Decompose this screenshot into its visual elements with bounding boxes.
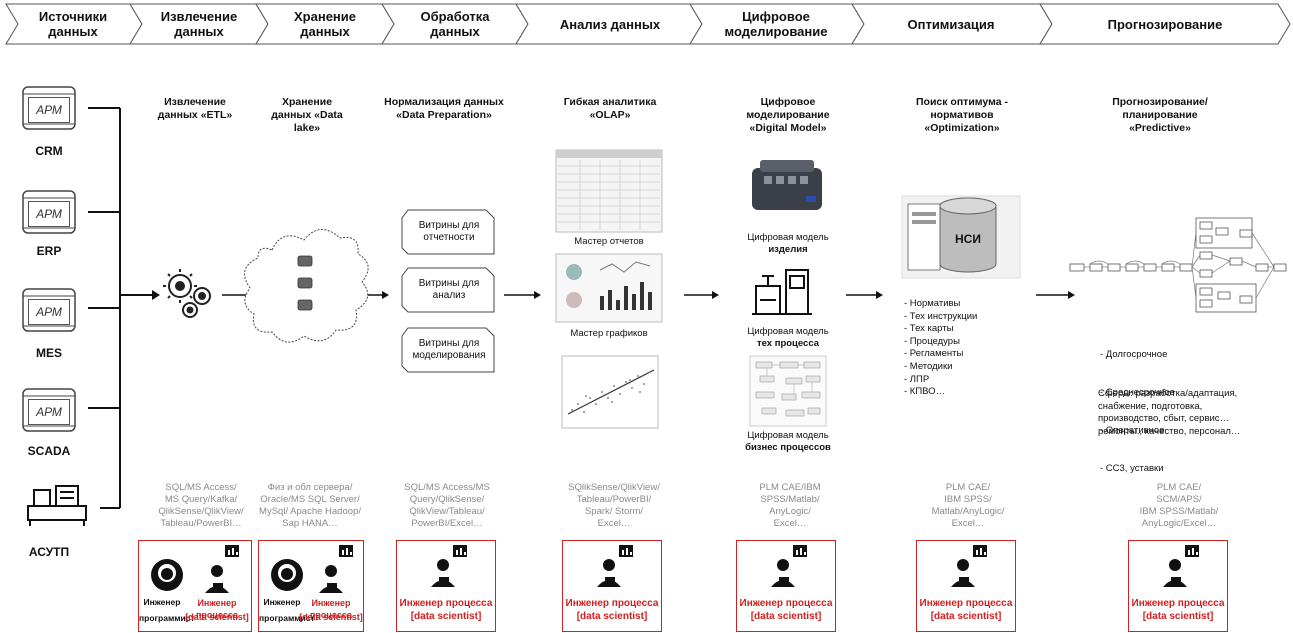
list-item: - Процедуры [904, 335, 960, 347]
gears-icon [163, 269, 211, 318]
network-diagram [1069, 217, 1287, 313]
vitrina-reporting: Витрины для отчетности [418, 220, 480, 243]
stage-label-forecast: Прогнозирование [1107, 16, 1223, 32]
team-box-prep: Инженер процесса[data scientist] [396, 540, 496, 632]
team-box-olap: Инженер процесса[data scientist] [562, 540, 662, 632]
list-item: - Тех карты [904, 323, 954, 335]
apm-erp-icon: АРМ [22, 190, 76, 234]
stage-label-extract: Извлечение данных [160, 9, 238, 39]
apm-label: АРМ [28, 201, 70, 227]
title-etl: Извлечение данных «ETL» [157, 96, 233, 121]
person-icon [597, 545, 633, 587]
nsi-label: НСИ [955, 232, 981, 246]
person-icon [431, 545, 467, 587]
forecast-horizons-list: - Долгосрочное - Среднесрочное - Операти… [1100, 324, 1175, 488]
tools-pred: PLM CAE/SCM/APS/IBM SPSS/Matlab/AnyLogic… [1139, 482, 1219, 529]
person-icons [271, 545, 353, 593]
apm-label: АРМ [28, 299, 70, 325]
role-engineer: Инженер процесса[data scientist] [565, 598, 659, 622]
stage-label-process: Обработка данных [420, 9, 490, 39]
apm-mes-icon: АРМ [22, 288, 76, 332]
person-icon [1163, 545, 1199, 587]
title-lake: Хранение данных «Data lake» [271, 96, 343, 134]
person-icons [151, 545, 239, 593]
role-engineer: Инженер процесса[data scientist] [1131, 598, 1225, 622]
process-diagram-thumbnail [749, 355, 827, 427]
role-programmer-2: программист [259, 613, 315, 623]
apm-scada-icon: АРМ [22, 388, 76, 432]
source-mes: MES [35, 346, 62, 360]
apm-crm-icon: АРМ [22, 86, 76, 130]
engine-icon [752, 160, 822, 210]
role-ds: [data scientist] [299, 612, 363, 622]
role-programmer: Инженер [143, 597, 181, 607]
caption-chart-master: Мастер графиков [570, 328, 648, 339]
role-engineer: Инженер процесса[data scientist] [739, 598, 833, 622]
title-opt: Поиск оптимума - нормативов «Optimizatio… [916, 96, 1008, 134]
person-icon [951, 545, 987, 587]
role-programmer-2: программист [139, 613, 195, 623]
forecast-spheres: Сферы: разработка/адаптация, снабжение, … [1098, 388, 1241, 437]
source-crm: CRM [35, 144, 63, 158]
stage-label-analysis: Анализ данных [559, 16, 661, 32]
tools-opt: PLM CAE/IBM SPSS/Matlab/AnyLogic/Excel… [931, 482, 1005, 529]
vitrina-modeling: Витрины для моделирования [412, 338, 486, 361]
list-item: - Нормативы [904, 298, 961, 309]
apm-label: АРМ [28, 97, 70, 123]
apm-label: АРМ [28, 399, 70, 425]
stage-label-optimization: Оптимизация [907, 16, 995, 32]
vitrina-analysis: Витрины для анализ [418, 278, 480, 301]
role-ds: [data scientist] [185, 612, 249, 622]
team-box-pred: Инженер процесса[data scientist] [1128, 540, 1228, 632]
role-engineer: Инженер процесса [310, 598, 352, 620]
list-item: - Долгосрочное [1100, 349, 1168, 361]
tools-olap: SQlikSense/QlikView/Tableau/PowerBI/Spar… [568, 482, 660, 529]
database-icon [901, 195, 1021, 279]
title-prep: Нормализация данных «Data Preparation» [384, 96, 504, 121]
caption-report-master: Мастер отчетов [574, 236, 644, 247]
source-asutp: АСУТП [28, 545, 70, 559]
title-model: Цифровое моделирование «Digital Model» [746, 96, 830, 134]
optimization-list: - Нормативы - Тех инструкции - Тех карты… [904, 298, 977, 399]
stage-label-store: Хранение данных [294, 9, 356, 39]
role-programmer: Инженер [263, 597, 301, 607]
tools-etl: SQL/MS Access/MS Query/Kafka/QlikSense/Q… [158, 482, 244, 529]
list-item: - СС3, уставки [1100, 462, 1164, 474]
scatter-thumbnail [561, 355, 659, 429]
machine-tool-icon [752, 269, 812, 315]
list-item: - Среднесрочное [1100, 386, 1175, 398]
list-item: - Методики [904, 360, 953, 372]
role-engineer: Инженер процесса[data scientist] [919, 598, 1013, 622]
list-item: - Оперативное [1100, 424, 1165, 436]
source-scada: SCADA [27, 444, 71, 458]
role-engineer: Инженер процесса [196, 598, 238, 620]
team-box-opt: Инженер процесса[data scientist] [916, 540, 1016, 632]
report-thumbnail [555, 149, 663, 233]
team-box-model: Инженер процесса[data scientist] [736, 540, 836, 632]
role-engineer: Инженер процесса[data scientist] [399, 598, 493, 622]
team-box-etl: Инженер Инженер процесса программист [da… [138, 540, 252, 632]
list-item: - Тех инструкции [904, 310, 978, 322]
list-item: - Регламенты [904, 348, 964, 360]
list-item: - ЛПР [904, 373, 930, 385]
source-erp: ERP [36, 244, 62, 258]
title-pred: Прогнозирование/ планирование «Predictiv… [1112, 96, 1208, 134]
machine-icon [27, 485, 87, 526]
stage-label-modeling: Цифровое моделирование [724, 9, 828, 39]
stage-label-sources: Источники данных [38, 9, 108, 39]
person-icon [771, 545, 807, 587]
list-item: - КПВО… [904, 386, 946, 398]
title-olap: Гибкая аналитика «OLAP» [563, 96, 657, 121]
charts-thumbnail [555, 253, 663, 323]
chevron-forecast [1039, 3, 1291, 45]
server-icon [297, 255, 313, 311]
team-box-lake: Инженер Инженер процесса программист [da… [258, 540, 364, 632]
tools-lake: Физ и обл сервера/Oracle/MS SQL Server/M… [259, 482, 361, 529]
